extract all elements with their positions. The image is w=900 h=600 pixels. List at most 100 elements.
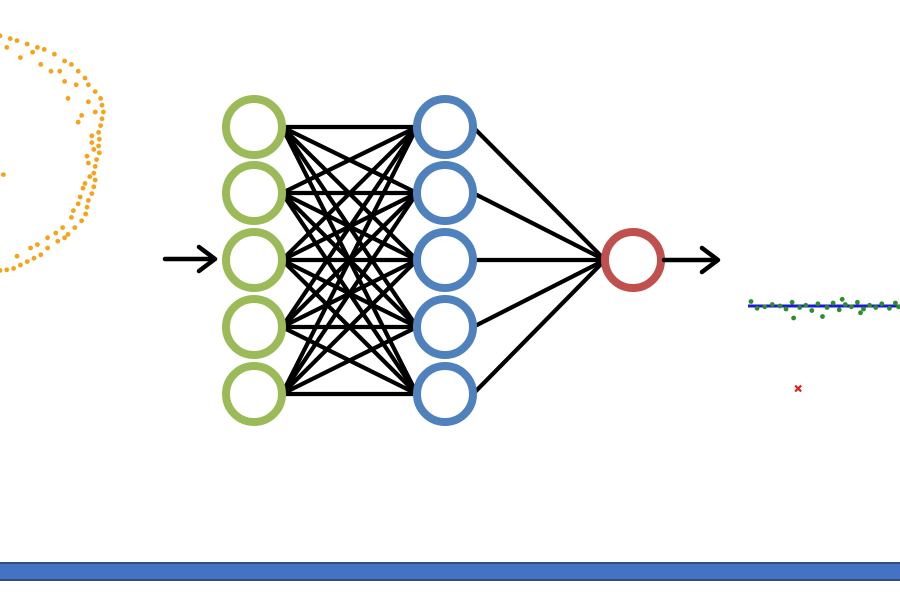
input-data-point <box>0 33 3 39</box>
input-data-point <box>69 215 74 220</box>
input-data-point <box>94 157 99 163</box>
inlier-point <box>849 304 854 310</box>
inlier-point <box>836 307 842 313</box>
input-data-point <box>65 96 71 101</box>
input-data-point <box>96 143 101 149</box>
input-data-point <box>4 45 10 50</box>
input-data-point <box>99 102 105 108</box>
inlier-point <box>893 300 898 306</box>
input-data-point <box>86 82 91 88</box>
hidden-node <box>413 95 477 159</box>
input-data-point <box>80 185 86 191</box>
inlier-point <box>842 302 848 307</box>
input-data-point <box>73 82 79 88</box>
input-data-point <box>14 253 20 259</box>
input-data-point <box>84 204 90 210</box>
input-data-point <box>84 153 90 159</box>
inlier-point <box>809 308 815 313</box>
input-data-point <box>79 218 84 224</box>
connection-input-hidden <box>279 124 420 397</box>
input-data-point <box>55 238 61 244</box>
input-data-point <box>18 262 23 268</box>
inlier-point <box>748 299 754 304</box>
hidden-node <box>413 295 477 359</box>
inlier-point <box>858 310 863 316</box>
inlier-point <box>797 305 803 310</box>
outlier-marker <box>794 384 802 393</box>
connection-hidden-output <box>470 124 608 263</box>
connection-input-hidden <box>279 124 420 330</box>
hidden-node <box>413 161 477 225</box>
input-data-point <box>62 79 67 84</box>
input-data-point <box>24 259 30 264</box>
input-data-point <box>53 230 59 236</box>
input-data-point <box>96 130 101 135</box>
input-data-point <box>92 109 98 115</box>
inlier-point <box>762 304 768 310</box>
input-data-point <box>38 62 44 67</box>
input-data-point <box>98 123 103 128</box>
connection-input-hidden <box>279 124 420 263</box>
inlier-point <box>887 305 892 311</box>
input-data-point <box>92 164 98 169</box>
input-node <box>222 95 286 159</box>
inlier-point <box>824 305 830 310</box>
input-data-point <box>4 267 10 273</box>
input-node <box>222 161 286 225</box>
input-data-point <box>82 181 88 186</box>
input-data-point <box>89 133 95 139</box>
input-data-point <box>72 225 78 231</box>
input-data-point <box>91 147 97 152</box>
outlier-marker-stroke <box>794 384 802 393</box>
input-data-scatter <box>0 33 106 273</box>
inlier-point <box>789 299 795 305</box>
hidden-node <box>413 362 477 426</box>
input-data-point <box>7 36 13 41</box>
input-data-point <box>91 184 97 190</box>
output-layer <box>601 228 665 292</box>
input-data-point <box>52 51 57 57</box>
input-data-point <box>96 136 102 142</box>
inlier-point <box>815 301 821 307</box>
connection-input-hidden <box>279 124 420 196</box>
input-data-point <box>0 268 3 273</box>
inlier-point <box>769 302 775 307</box>
input-data-point <box>14 38 20 43</box>
inlier-point <box>783 306 789 312</box>
inlier-point <box>867 302 872 308</box>
input-data-point <box>45 235 50 241</box>
input-data-point <box>82 75 88 81</box>
input-data-point <box>48 68 54 74</box>
input-node <box>222 362 286 426</box>
input-data-point <box>92 89 98 94</box>
inlier-point <box>879 301 885 307</box>
input-data-point <box>35 45 40 50</box>
input-data-point <box>30 49 35 55</box>
inlier-point <box>754 305 760 311</box>
input-data-point <box>101 109 106 115</box>
input-data-point <box>75 68 81 74</box>
footer-bar <box>0 562 900 581</box>
input-data-point <box>71 208 76 214</box>
input-data-point <box>24 41 30 47</box>
inlier-point <box>839 296 845 302</box>
input-data-point <box>62 58 67 64</box>
input-data-point <box>18 55 23 60</box>
input-data-point <box>79 113 84 118</box>
connection-hidden-output <box>470 190 608 263</box>
hidden-node <box>413 228 477 292</box>
input-data-point <box>57 68 63 74</box>
inlier-point <box>896 304 900 310</box>
input-data-point <box>75 201 81 207</box>
input-data-point <box>1 172 6 178</box>
connection-hidden-output <box>470 257 608 397</box>
input-data-point <box>92 177 98 183</box>
connection-input-hidden <box>279 190 420 397</box>
input-data-point <box>86 198 91 203</box>
input-data-point <box>38 252 44 258</box>
input-data-point <box>31 255 37 261</box>
hidden-layer <box>413 95 477 426</box>
input-data-point <box>87 174 93 180</box>
input-arrow <box>162 244 218 274</box>
network-connections <box>279 124 608 397</box>
